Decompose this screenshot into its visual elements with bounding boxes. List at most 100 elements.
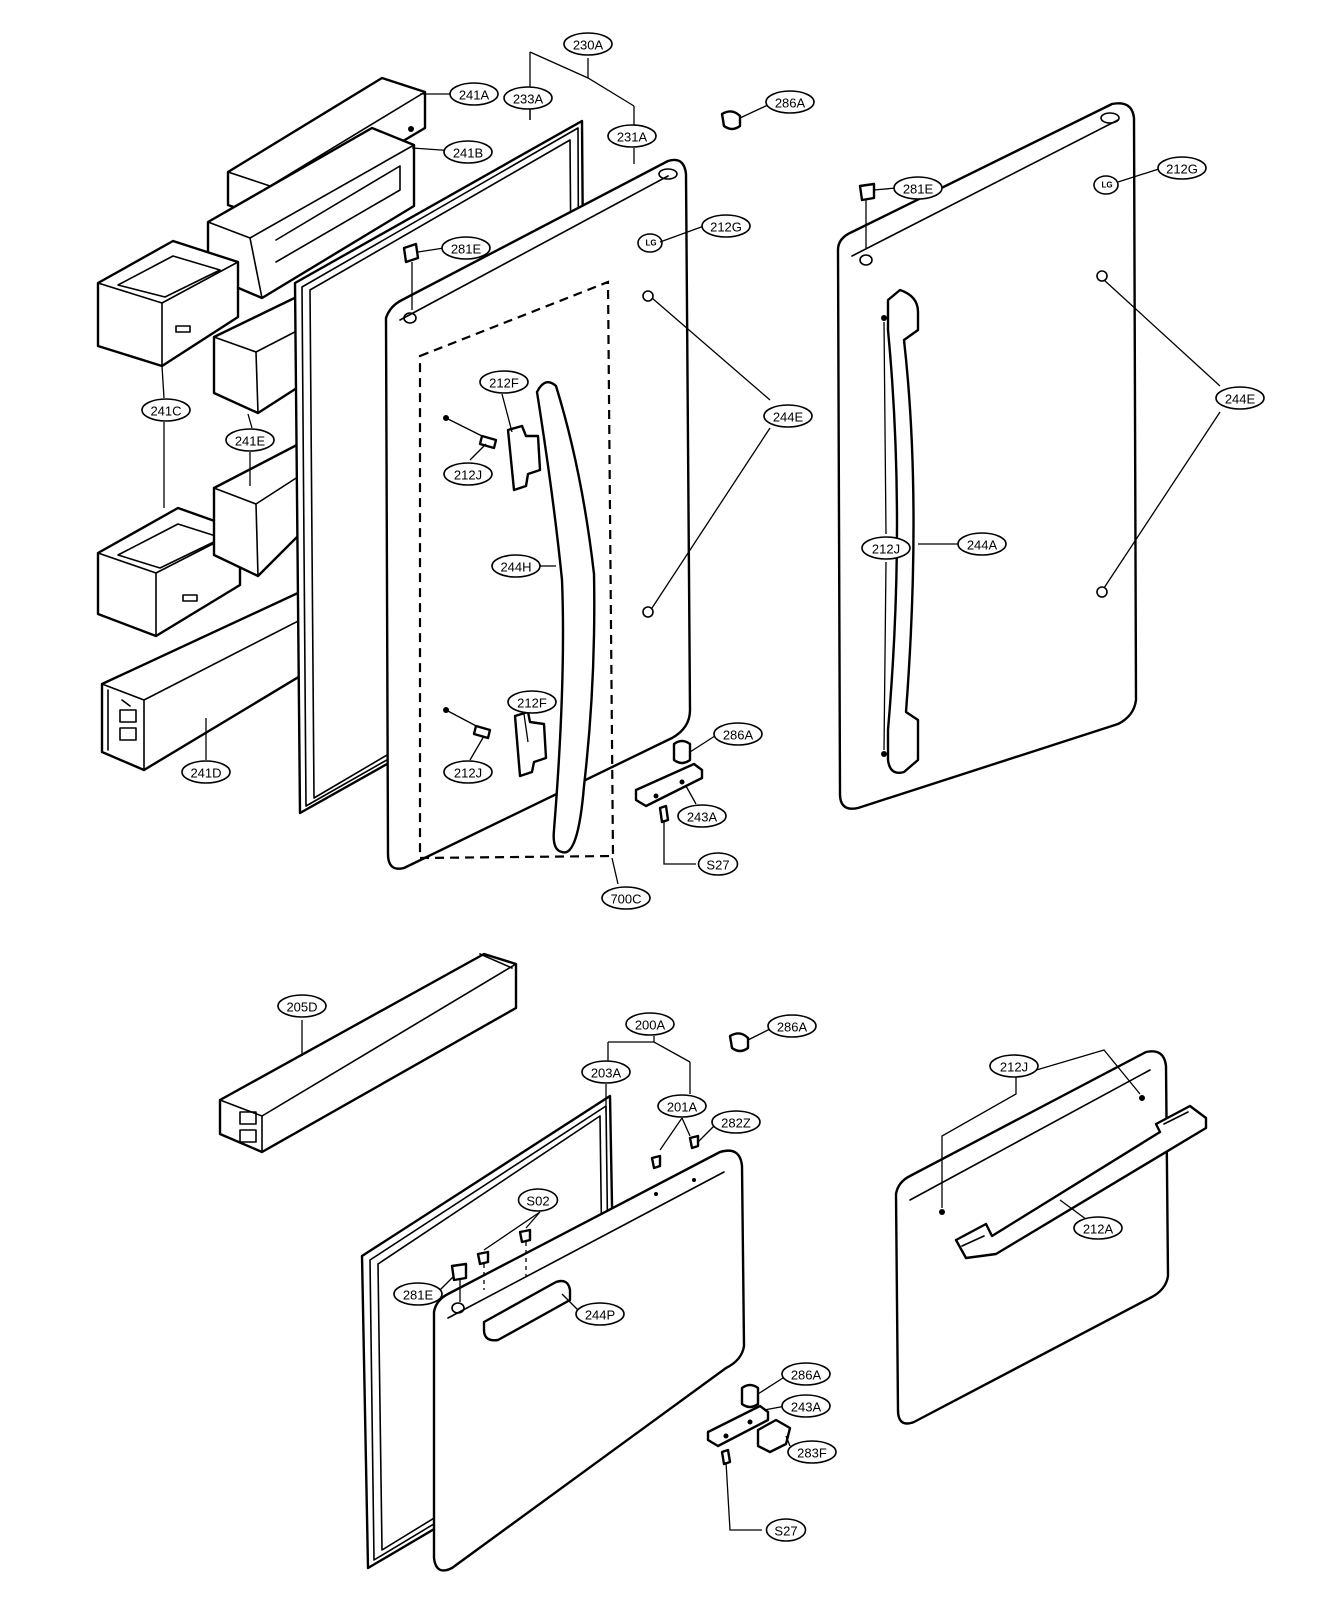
callout-ring (181, 760, 231, 784)
callout-700c: 700C (601, 886, 651, 910)
callout-ring (503, 86, 553, 110)
callout-286a-mid: 286A (713, 722, 763, 746)
cap-286A-low (728, 1032, 750, 1053)
cap-281E-right (858, 182, 876, 248)
callout-s27-top: S27 (697, 852, 739, 876)
screws-S02 (476, 1228, 532, 1290)
callout-212g-right: 212G (1157, 156, 1207, 180)
callout-200a: 200A (625, 1012, 675, 1036)
callout-283f: 283F (787, 1440, 837, 1464)
callout-244p: 244P (575, 1302, 625, 1326)
callout-ring (479, 370, 529, 394)
handle-244H (535, 380, 596, 854)
callout-281e-low: 281E (393, 1282, 443, 1306)
callout-ring (765, 90, 815, 114)
callout-label: 244E (773, 410, 804, 425)
callout-243a-top: 243A (677, 804, 727, 828)
callout-ring (781, 1394, 831, 1418)
callout-label: 203A (591, 1066, 622, 1081)
hinge-243A-upper (634, 739, 704, 824)
callout-ring (443, 760, 493, 784)
callout-s27-bottom: S27 (765, 1518, 807, 1542)
callout-s02: S02 (517, 1188, 559, 1212)
bracket-212F-upper (506, 424, 542, 492)
callout-281e-right: 281E (893, 176, 943, 200)
callout-ring (711, 1110, 761, 1134)
callout-241e: 241E (225, 428, 275, 452)
callout-label: 244E (1225, 392, 1256, 407)
callout-212g-left: 212G (701, 214, 751, 238)
callout-241b: 241B (443, 140, 493, 164)
callout-286a-top: 286A (765, 90, 815, 114)
handle-244A (881, 288, 920, 774)
door-right: LG (836, 102, 1138, 810)
callout-label: 241E (235, 434, 266, 449)
callout-ring (781, 1362, 831, 1386)
callout-ring (893, 176, 943, 200)
callout-205d: 205D (277, 994, 327, 1018)
callout-label: 212G (710, 220, 742, 235)
callout-ring (1073, 1216, 1123, 1240)
callout-label: 200A (635, 1018, 666, 1033)
callout-286a-low: 286A (767, 1014, 817, 1038)
callout-label: 244P (585, 1308, 615, 1323)
callout-label: 241A (459, 88, 490, 103)
callout-244e-left: 244E (763, 404, 813, 428)
callout-label: 212J (454, 468, 482, 483)
callout-label: 244A (967, 538, 998, 553)
callout-label: 231A (617, 130, 648, 145)
callout-label: 286A (791, 1368, 822, 1383)
callout-212j-lowleft: 212J (443, 760, 493, 784)
callout-label: 212J (872, 542, 900, 557)
callout-label: 212A (1083, 1222, 1114, 1237)
handle-212A (954, 1104, 1208, 1260)
callout-244a: 244A (957, 532, 1007, 556)
callout-label: 212G (1166, 162, 1198, 177)
callout-201a: 201A (657, 1094, 707, 1118)
callout-212f-top: 212F (479, 370, 529, 394)
callout-label: 281E (903, 182, 934, 197)
stopper-283F (756, 1418, 792, 1454)
callout-ring (861, 536, 911, 560)
callout-label: 241D (190, 766, 221, 781)
callout-label: 243A (791, 1400, 822, 1415)
callout-label: 212F (517, 696, 547, 711)
callout-label: 212F (489, 376, 519, 391)
screws-201A (650, 1134, 700, 1196)
callout-label: 212J (1000, 1060, 1028, 1075)
callout-244e-right: 244E (1215, 386, 1265, 410)
callout-ring (581, 1060, 631, 1084)
callout-ring (763, 404, 813, 428)
callout-ring (625, 1012, 675, 1036)
callout-label: 281E (451, 242, 482, 257)
hinge-243A-lower (706, 1383, 770, 1466)
callout-244h: 244H (491, 554, 541, 578)
callout-282z: 282Z (711, 1110, 761, 1134)
cap-286A-top (720, 110, 742, 131)
screw-212J-upper (443, 415, 498, 450)
callout-ring (787, 1440, 837, 1464)
callout-label: S27 (774, 1524, 797, 1539)
callout-230a-top: 230A (563, 32, 613, 56)
callout-label: 286A (723, 728, 754, 743)
callout-212a: 212A (1073, 1216, 1123, 1240)
callout-233a: 233A (503, 86, 553, 110)
callout-ring (767, 1014, 817, 1038)
callout-ring (697, 852, 739, 876)
callout-label: 241C (150, 404, 181, 419)
callout-ring (141, 398, 191, 422)
callout-ring (575, 1302, 625, 1326)
callout-label: 286A (775, 96, 806, 111)
callout-241d: 241D (181, 760, 231, 784)
callout-ring (1157, 156, 1207, 180)
callout-label: 244H (500, 560, 531, 575)
lg-logo-right: LG (1101, 181, 1112, 190)
callout-ring (225, 428, 275, 452)
callout-label: 201A (667, 1100, 698, 1115)
screw-212J-lower (443, 707, 492, 740)
door-231A: LG (384, 158, 692, 870)
callout-ring (563, 32, 613, 56)
callout-label: 283F (797, 1446, 827, 1461)
